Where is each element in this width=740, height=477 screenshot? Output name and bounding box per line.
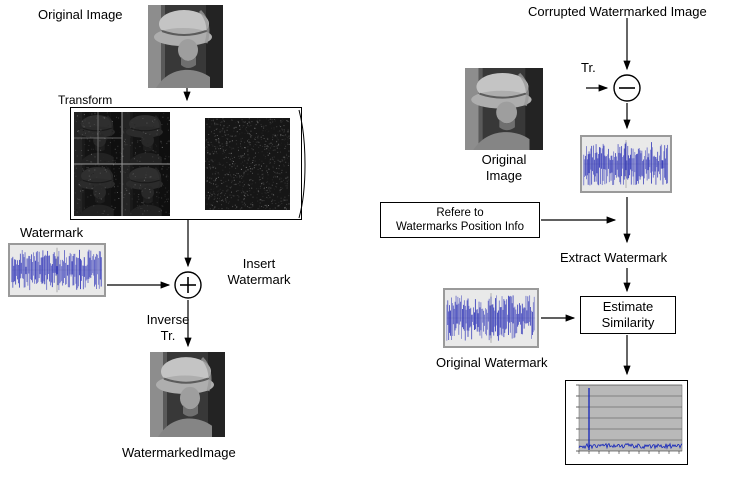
insert-watermark-label: Insert Watermark [227,256,291,287]
original-watermark-signal-image [443,288,539,348]
extract-watermark-label: Extract Watermark [560,250,668,265]
watermark-label: Watermark [20,225,84,240]
estimate-similarity-box: Estimate Similarity [580,296,676,334]
watermarked-image-thumbnail [150,352,225,437]
extracted-watermark-signal-image [580,135,672,193]
tr-label: Tr. [581,60,596,75]
transform-coefficients-image [205,118,290,210]
original-image-label: Original Image [38,7,123,22]
original-image-thumbnail [148,5,223,88]
estimate-similarity-label: Estimate Similarity [601,299,655,330]
original-image-thumbnail-right [465,68,543,150]
adder-plus-icon [174,271,202,299]
corrupted-watermarked-image-label: Corrupted Watermarked Image [528,4,707,19]
watermarked-image-label: WatermarkedImage [122,445,236,460]
wavelet-decomposition-image [74,112,170,216]
original-watermark-label: Original Watermark [436,355,548,370]
transform-label: Transform [58,93,113,107]
original-image-label-right: Original Image [481,152,527,183]
refer-position-info-label: Refere to Watermarks Position Info [395,207,525,233]
refer-position-info-box: Refere to Watermarks Position Info [380,202,540,238]
inverse-transform-label: Inverse Tr. [146,312,190,343]
similarity-result-chart [565,380,688,465]
subtractor-minus-icon [613,74,641,102]
watermark-signal-image [8,243,106,297]
